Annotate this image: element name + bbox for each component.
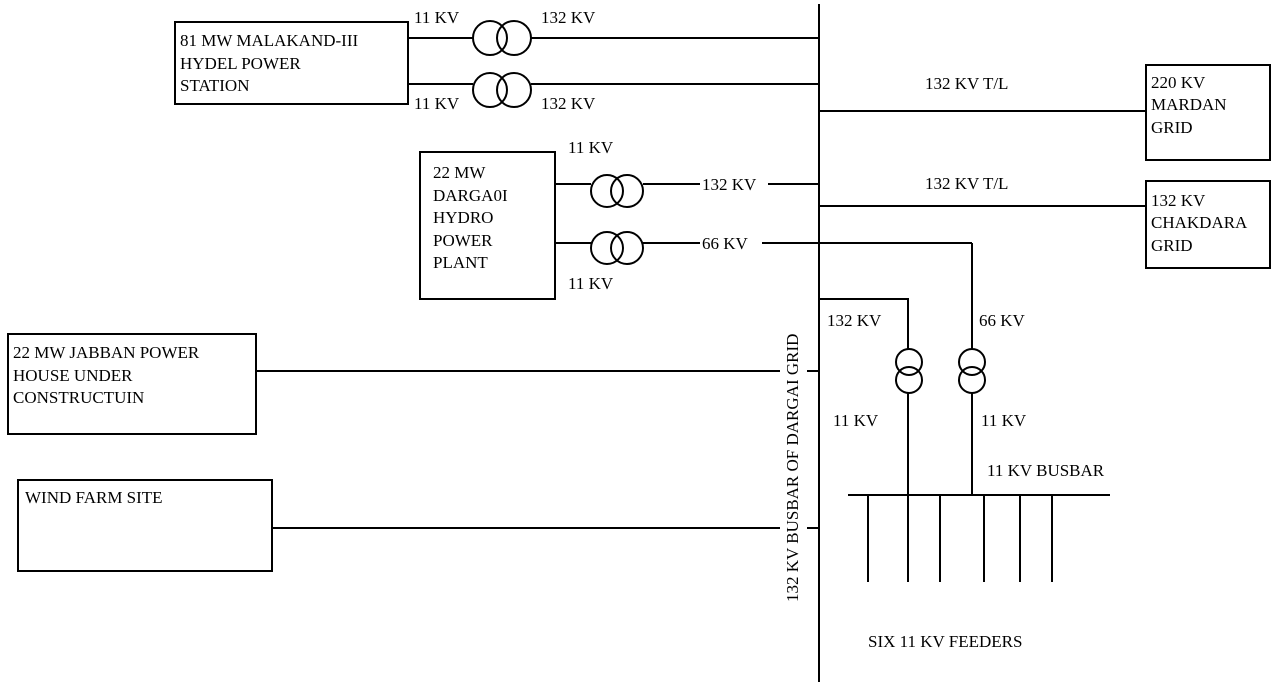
- chakdara-grid-line-2: CHAKDARA: [1151, 213, 1248, 232]
- step-down-transformer-2: [958, 348, 986, 394]
- malakand-t1-lv-label: 11 KV: [414, 8, 460, 27]
- chakdara-grid-label: 132 KV CHAKDARA GRID: [1151, 191, 1251, 255]
- jabban-box: [7, 333, 257, 435]
- malakand-station-line-3: STATION: [180, 76, 249, 95]
- dargai-t1-lv-label: 11 KV: [568, 138, 614, 157]
- wind-farm-box: [17, 479, 273, 572]
- dargai-plant-line-5: PLANT: [433, 253, 488, 272]
- step-down-2-hv-label: 66 KV: [979, 311, 1026, 330]
- malakand-transformer-1: [472, 20, 532, 56]
- malakand-transformer-2: [472, 72, 532, 108]
- mardan-line-label: 132 KV T/L: [925, 74, 1008, 93]
- malakand-station-label: 81 MW MALAKAND-III HYDEL POWER STATION: [180, 31, 362, 95]
- wind-farm-label: WIND FARM SITE: [25, 488, 163, 507]
- dargai-plant-label: 22 MW DARGA0I HYDRO POWER PLANT: [433, 163, 512, 272]
- mardan-grid-box: [1145, 64, 1271, 161]
- main-busbar-label: 132 KV BUSBAR OF DARGAI GRID: [783, 334, 802, 602]
- dargai-transformer-2: [590, 231, 644, 265]
- step-down-1-hv-wire: [819, 298, 909, 350]
- malakand-t1-hv-label: 132 KV: [541, 8, 596, 27]
- jabban-line-1: 22 MW JABBAN POWER: [13, 343, 200, 362]
- chakdara-grid-line-3: GRID: [1151, 236, 1193, 255]
- mardan-grid-line-3: GRID: [1151, 118, 1193, 137]
- malakand-station-box: [174, 21, 409, 105]
- malakand-station-line-1: 81 MW MALAKAND-III: [180, 31, 358, 50]
- jabban-line-2: HOUSE UNDER: [13, 366, 133, 385]
- step-down-1-hv-label: 132 KV: [827, 311, 882, 330]
- chakdara-line-label: 132 KV T/L: [925, 174, 1008, 193]
- malakand-station-line-2: HYDEL POWER: [180, 54, 301, 73]
- step-down-2-lv-label: 11 KV: [981, 411, 1027, 430]
- dargai-t2-hv-label: 66 KV: [702, 234, 749, 253]
- chakdara-grid-line-1: 132 KV: [1151, 191, 1206, 210]
- busbar-11kv-label: 11 KV BUSBAR: [987, 461, 1105, 480]
- step-down-1-lv-label: 11 KV: [833, 411, 879, 430]
- dargai-plant-box: [419, 151, 556, 300]
- dargai-transformer-1: [590, 174, 644, 208]
- mardan-grid-line-1: 220 KV: [1151, 73, 1206, 92]
- dargai-plant-line-3: HYDRO: [433, 208, 493, 227]
- dargai-t1-hv-label: 132 KV: [702, 175, 757, 194]
- mardan-grid-label: 220 KV MARDAN GRID: [1151, 73, 1231, 137]
- step-down-transformer-1: [895, 348, 923, 394]
- malakand-t2-lv-label: 11 KV: [414, 94, 460, 113]
- dargai-t2-lv-label: 11 KV: [568, 274, 614, 293]
- dargai-plant-line-1: 22 MW: [433, 163, 486, 182]
- chakdara-grid-box: [1145, 180, 1271, 269]
- jabban-line-3: CONSTRUCTUIN: [13, 388, 144, 407]
- wind-farm-line-1: WIND FARM SITE: [25, 488, 163, 507]
- malakand-t2-hv-label: 132 KV: [541, 94, 596, 113]
- dargai-plant-line-4: POWER: [433, 231, 493, 250]
- mardan-grid-line-2: MARDAN: [1151, 95, 1227, 114]
- jabban-label: 22 MW JABBAN POWER HOUSE UNDER CONSTRUCT…: [13, 343, 203, 407]
- dargai-plant-line-2: DARGA0I: [433, 186, 508, 205]
- feeders-label: SIX 11 KV FEEDERS: [868, 632, 1022, 651]
